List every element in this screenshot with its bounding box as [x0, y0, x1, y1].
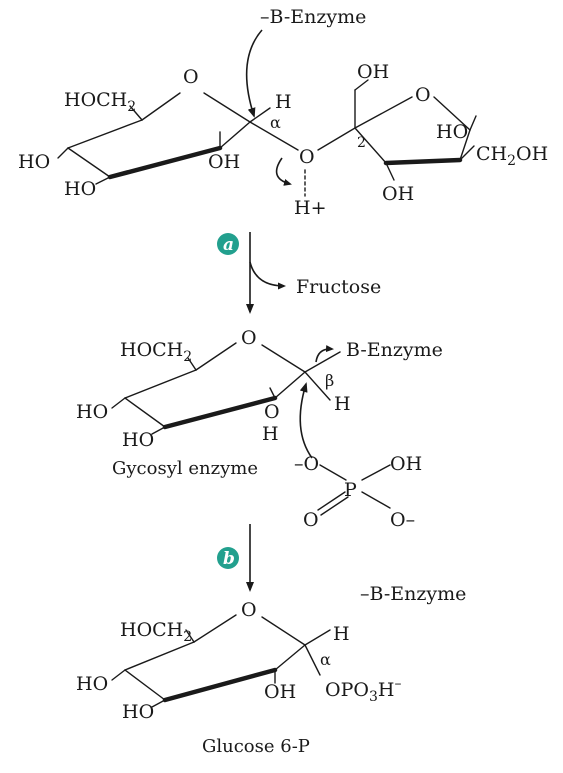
h-label-3: H: [333, 623, 350, 645]
ho-left-label-2: HO: [76, 401, 108, 423]
phosphate-o-minus-2: O–: [390, 509, 415, 531]
sucrose-structure: [57, 29, 477, 197]
phosphorus-label: P: [344, 479, 357, 501]
enzyme-label-1: –B-Enzyme: [260, 6, 366, 28]
fructose-label: Fructose: [296, 276, 381, 298]
ring-o-label-2: O: [264, 401, 280, 423]
opo3h-label: OPO3H–: [325, 676, 401, 705]
oh-ring-label-1: OH: [208, 151, 240, 173]
glc-ring-o-2: O: [241, 327, 257, 349]
beta-label: β: [325, 371, 334, 390]
fru-ho-label: HO: [436, 121, 468, 143]
step-b-badge: [217, 547, 239, 569]
phosphate-o-double: O: [303, 509, 319, 531]
glc-ring-o-1: O: [183, 66, 199, 88]
ch2oh-label: CH2OH: [476, 143, 548, 169]
glycosyl-enzyme-structure: [111, 342, 391, 516]
enzyme-label-2: B-Enzyme: [346, 339, 443, 361]
alpha-label-1: α: [270, 113, 281, 132]
ring-h-label-2: H: [262, 423, 279, 445]
carbon-2-label: 2: [357, 135, 366, 151]
ho-left-label-3: HO: [76, 673, 108, 695]
ho-left-label-1: HO: [18, 151, 50, 173]
alpha-label-3: α: [320, 650, 331, 669]
ho-bottom-label-2: HO: [122, 429, 154, 451]
hoch2-label-3: HOCH2: [120, 619, 192, 645]
enzyme-label-3: –B-Enzyme: [360, 583, 466, 605]
hoch2-label-1: HOCH2: [64, 89, 136, 115]
phosphate-oh: OH: [390, 453, 422, 475]
h-label-1: H: [275, 91, 292, 113]
step-a-arrow: [217, 232, 286, 314]
hoch2-label-2: HOCH2: [120, 339, 192, 365]
glc-ring-o-3: O: [241, 599, 257, 621]
oh-ring-label-3: OH: [264, 681, 296, 703]
ho-bottom-label-3: HO: [122, 701, 154, 723]
ho-bottom-label-1: HO: [64, 178, 96, 200]
h-label-2: H: [334, 393, 351, 415]
glycosyl-enzyme-caption: Gycosyl enzyme: [112, 458, 258, 479]
glucose-phosphate-structure: [111, 614, 331, 708]
fru-oh-bottom-label: OH: [382, 183, 414, 205]
fru-oh-top-label: OH: [357, 61, 389, 83]
step-b-label: b: [223, 549, 235, 569]
step-a-label: a: [223, 235, 234, 255]
h-plus-label: H+: [294, 197, 327, 219]
fru-ring-o: O: [415, 84, 431, 106]
glucose-6p-caption: Glucose 6-P: [202, 736, 310, 757]
step-b-arrow: [217, 524, 254, 592]
glycosidic-o-label: O: [299, 146, 315, 168]
step-a-badge: [217, 233, 239, 255]
phosphate-o-minus: –O: [294, 453, 319, 475]
